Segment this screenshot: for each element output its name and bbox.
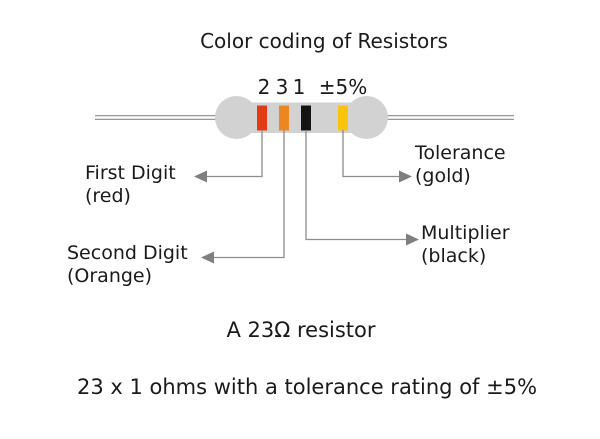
callout-tolerance: Tolerance (gold)	[415, 142, 506, 188]
band-black-multiplier	[301, 105, 311, 131]
callout-line-gold	[342, 130, 400, 178]
digit-first: 2	[257, 75, 271, 99]
arrowhead-left-icon	[194, 170, 207, 183]
digit-tolerance: ±5%	[318, 75, 368, 99]
tolerance-summary: 23 x 1 ohms with a tolerance rating of ±…	[76, 375, 538, 399]
digit-second: 3	[275, 75, 289, 99]
callout-lines	[206, 130, 407, 259]
callout-first-digit-color: (red)	[85, 185, 131, 207]
callout-multiplier-color: (black)	[421, 245, 487, 267]
callout-tolerance-name: Tolerance	[415, 142, 506, 164]
callout-multiplier: Multiplier (black)	[421, 222, 510, 268]
page-title: Color coding of Resistors	[200, 29, 448, 53]
callout-line-black	[305, 130, 407, 241]
digit-multiplier: 1	[292, 75, 306, 99]
callout-line-orange	[213, 130, 285, 259]
band-red-first-digit	[257, 105, 267, 131]
arrowhead-right-icon	[406, 233, 419, 246]
resistor-value-caption: A 23Ω resistor	[226, 318, 376, 342]
callout-second-digit: Second Digit (Orange)	[67, 242, 188, 288]
callout-first-digit-name: First Digit	[85, 162, 176, 184]
arrowhead-right-icon	[399, 170, 412, 183]
lead-wires	[95, 115, 514, 120]
band-gold-tolerance	[338, 105, 348, 131]
callout-line-red	[206, 130, 263, 178]
callout-first-digit: First Digit (red)	[85, 162, 176, 208]
callout-second-digit-name: Second Digit	[67, 242, 188, 264]
band-orange-second-digit	[279, 105, 289, 131]
callout-arrowheads	[194, 170, 419, 264]
callout-second-digit-color: (Orange)	[67, 265, 153, 287]
callout-multiplier-name: Multiplier	[421, 222, 510, 244]
callout-tolerance-color: (gold)	[415, 165, 471, 187]
arrowhead-left-icon	[201, 251, 214, 264]
